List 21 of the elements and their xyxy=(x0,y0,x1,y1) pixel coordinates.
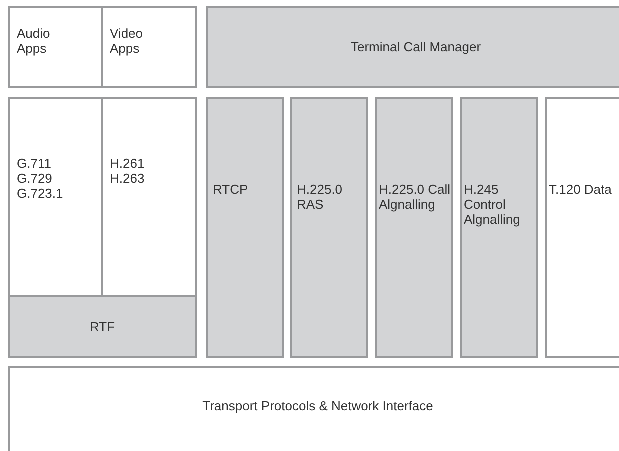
box-label: T.120 Data xyxy=(549,182,612,197)
box-label: Terminal Call Manager xyxy=(350,40,482,54)
box-label: G.711 G.729 G.723.1 xyxy=(17,156,64,201)
protocol-box-shaded xyxy=(8,295,197,358)
protocol-box xyxy=(101,6,197,88)
box-label: Video Apps xyxy=(110,26,144,56)
box-label: H.261 H.263 xyxy=(110,156,146,186)
protocol-box xyxy=(545,97,619,358)
protocol-box-shaded xyxy=(290,97,368,358)
protocol-box-shaded xyxy=(460,97,538,358)
box-label: Audio Apps xyxy=(17,26,52,56)
protocol-box-shaded xyxy=(375,97,453,358)
box-label: H.245 Control Algnalling xyxy=(464,182,522,227)
box-label: RTF xyxy=(90,319,116,334)
box-label: Transport Protocols & Network Interface xyxy=(202,398,434,414)
box-label: RTCP xyxy=(213,182,248,197)
protocol-box xyxy=(8,366,619,451)
box-label: H.225.0 RAS xyxy=(297,182,344,212)
protocol-box-shaded xyxy=(206,6,619,88)
box-label: H.225.0 Call Algnalling xyxy=(379,182,451,212)
protocol-box-shaded xyxy=(206,97,284,358)
